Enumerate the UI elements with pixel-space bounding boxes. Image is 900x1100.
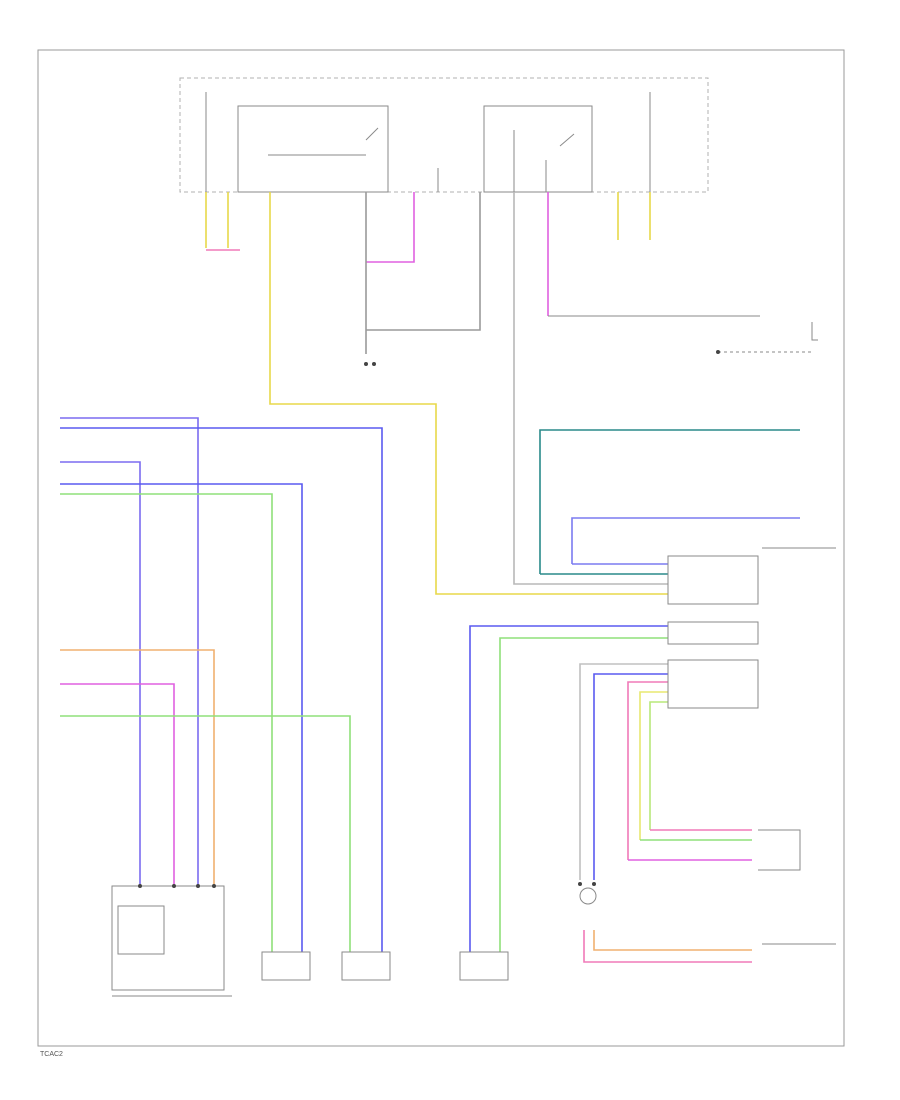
wire-gray-ground-2 <box>366 192 481 331</box>
wire-pink-lower <box>627 681 668 860</box>
wire-blue-right <box>571 517 800 564</box>
relay-switch-left <box>365 127 379 141</box>
blend-door-actuator-box <box>111 885 225 991</box>
connector-pins <box>138 350 720 888</box>
pin-3 <box>138 884 142 888</box>
relay-block-left <box>237 105 389 193</box>
wire-green-lower <box>499 637 668 952</box>
wire-blue-1 <box>60 427 383 952</box>
wire-orange-1 <box>60 649 215 886</box>
wire-blue-lower <box>469 625 668 952</box>
wire-yellow-lower <box>639 691 668 840</box>
footer-code: TCAC2 <box>40 1051 63 1058</box>
relay-switch-right <box>559 133 575 147</box>
relay-block-right <box>483 105 593 193</box>
ground-point <box>579 887 597 905</box>
diagram-border <box>37 49 845 1047</box>
wire-yellow-top-left <box>205 192 229 248</box>
pin-1 <box>364 362 368 366</box>
wire-pink-bottom <box>583 930 752 963</box>
wire-blue-2 <box>60 483 303 952</box>
wire-yellow-top-right <box>617 192 651 240</box>
pin-9 <box>716 350 720 354</box>
connector-block-right-3 <box>667 659 759 709</box>
connector-block-right-2 <box>667 621 759 645</box>
wire-violet-1 <box>60 417 199 886</box>
pressure-switch <box>261 951 311 981</box>
wire-green-2 <box>60 715 351 952</box>
wire-violet-2 <box>60 461 141 886</box>
connector-block-right <box>667 555 759 605</box>
pin-8 <box>592 882 596 886</box>
battery-junction-box <box>179 77 709 193</box>
pin-5 <box>196 884 200 888</box>
wire-orange-bottom <box>593 930 752 951</box>
blend-door-motor <box>117 905 165 955</box>
wire-teal <box>539 429 800 574</box>
pin-2 <box>372 362 376 366</box>
pin-4 <box>172 884 176 888</box>
wire-blue-lower-2 <box>593 673 668 880</box>
ac-pressure-sensor <box>758 829 801 871</box>
auto-pressure-switch <box>811 322 818 341</box>
compressor-clutch-relay <box>459 951 509 981</box>
evaporator-temp-sensor <box>341 951 391 981</box>
wire-green-lower-2 <box>649 701 668 830</box>
wire-magenta-1 <box>60 683 175 886</box>
wire-green-1 <box>60 493 273 952</box>
wire-yellow-main <box>269 192 668 595</box>
pin-6 <box>212 884 216 888</box>
wire-gray-long <box>513 192 668 585</box>
pin-7 <box>578 882 582 886</box>
wire-magenta-top <box>366 192 415 263</box>
wire-gray-lower <box>579 663 668 880</box>
